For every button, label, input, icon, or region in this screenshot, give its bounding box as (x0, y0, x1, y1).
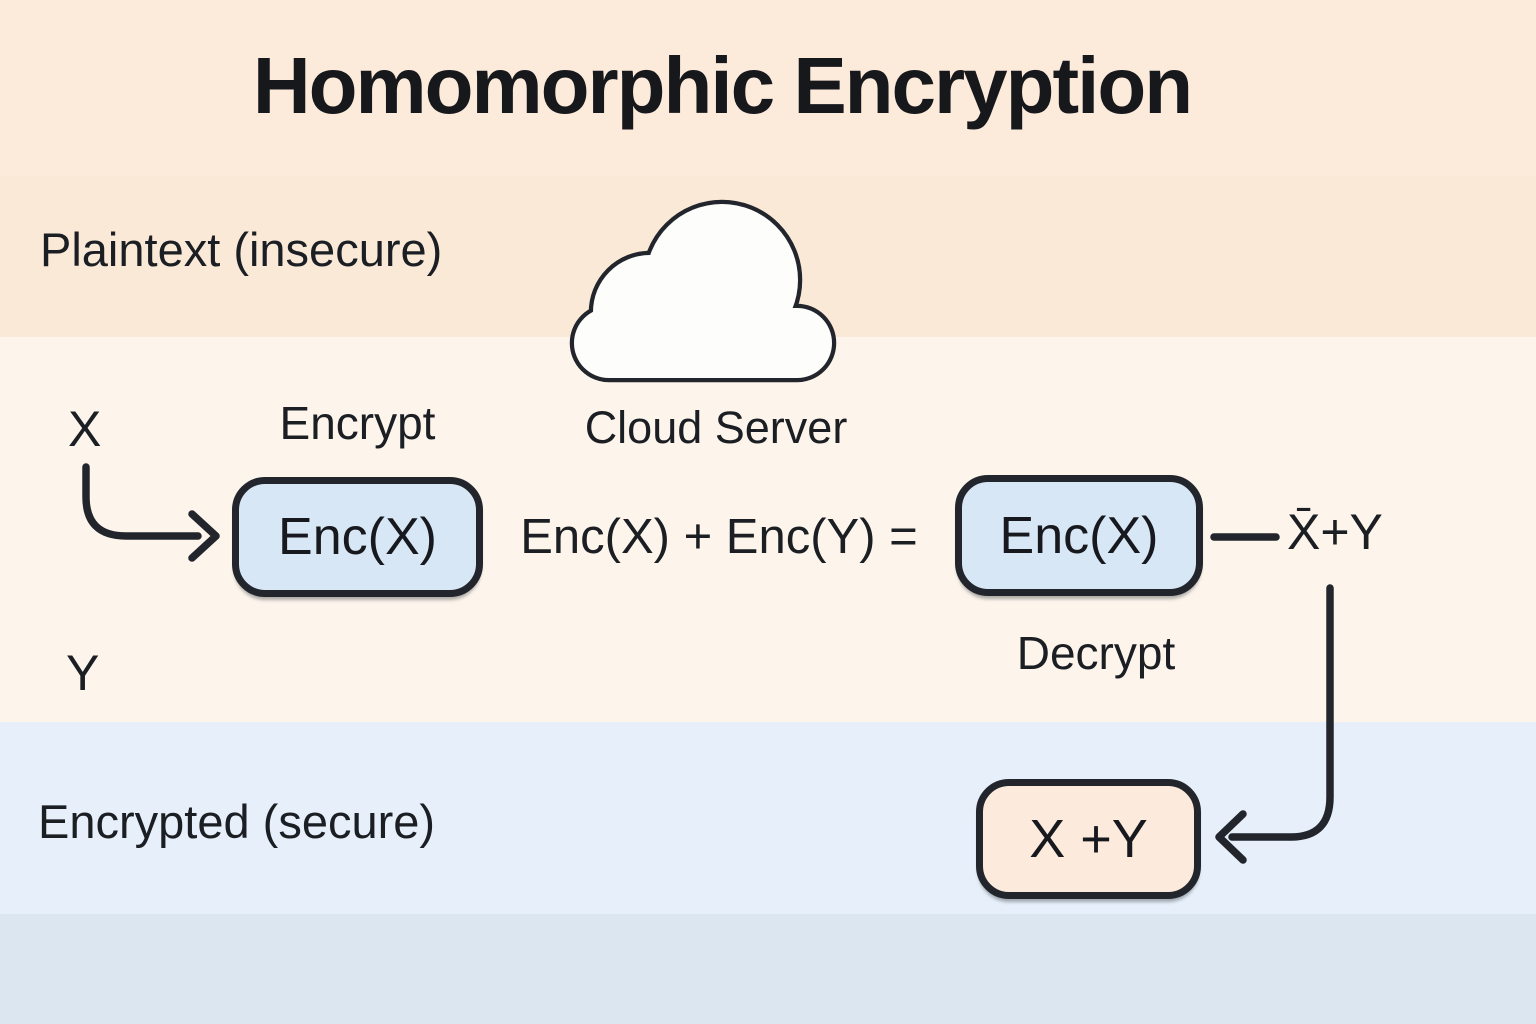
band-title-row (0, 0, 1536, 176)
plaintext-lane-label: Plaintext (insecure) (40, 223, 443, 276)
page-title: Homomorphic Encryption (252, 41, 1193, 130)
result-box: X +Y (976, 779, 1201, 899)
decrypt-label: Decrypt (1016, 627, 1176, 679)
enc-x-box-left: Enc(X) (232, 477, 483, 597)
enc-x-box-right-label: Enc(X) (999, 506, 1159, 565)
decrypt-arrowhead-icon (1215, 810, 1247, 864)
input-x-label: X (68, 401, 102, 457)
band-bottom-row (0, 914, 1536, 1024)
enc-x-box-left-label: Enc(X) (278, 508, 437, 566)
decrypted-result-label: X̄+Y (1287, 504, 1383, 560)
decrypt-arrow (1228, 584, 1334, 841)
encrypt-arrowhead-icon (188, 510, 220, 562)
cloud-icon (569, 199, 837, 383)
enc-x-box-right: Enc(X) (955, 475, 1203, 596)
encrypt-label: Encrypt (279, 397, 436, 449)
input-y-label: Y (66, 645, 100, 701)
band-encrypted-row (0, 722, 1536, 914)
encrypted-lane-label: Encrypted (secure) (38, 795, 436, 848)
encrypt-arrow (82, 463, 202, 540)
homomorphic-sum-formula: Enc(X) + Enc(Y) = (520, 510, 918, 564)
cloud-server-label: Cloud Server (584, 402, 848, 453)
result-box-label: X +Y (1029, 809, 1148, 869)
